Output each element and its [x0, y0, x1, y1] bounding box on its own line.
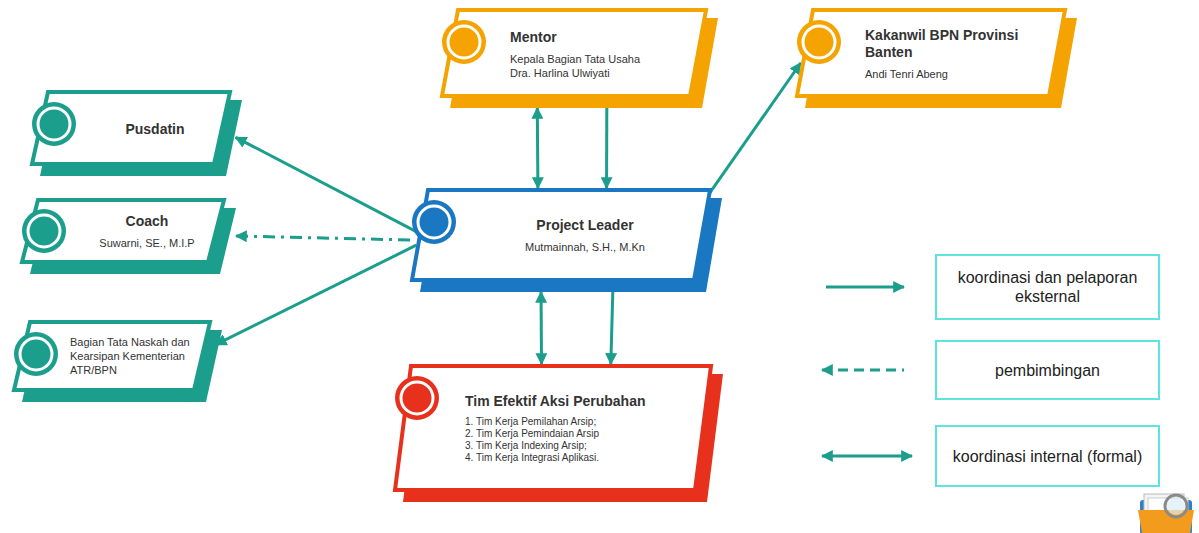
role-box: Tim Efektif Aksi Perubahan 1. Tim Kerja P…: [393, 364, 723, 502]
legend-sample-line: [822, 369, 904, 372]
box-heading: Pusdatin: [90, 121, 220, 138]
legend-text: koordinasi internal (formal): [953, 447, 1142, 466]
connector-arrow: [216, 245, 417, 344]
box-text: 1. Tim Kerja Pemilahan Arsip;: [465, 416, 697, 428]
box-heading: Tim Efektif Aksi Perubahan: [465, 393, 697, 410]
legend-box: koordinasi internal (formal): [935, 425, 1160, 487]
legend-box: pembimbingan: [935, 340, 1160, 400]
legend-box: koordinasi dan pelaporan eksternal: [935, 254, 1160, 320]
box-text: Mutmainnah, S.H., M.Kn: [474, 240, 696, 254]
connector-arrow: [236, 137, 417, 231]
connector-arrow: [611, 292, 613, 364]
node-outline: [20, 198, 236, 274]
connector-arrow: [540, 292, 543, 364]
connector-arrow: [536, 108, 540, 188]
node-outline: [795, 8, 1077, 108]
legend-sample-line: [822, 455, 912, 458]
legend-text: pembimbingan: [995, 361, 1100, 380]
box-text: Bagian Tata Naskah dan Kearsipan Kemente…: [70, 335, 200, 377]
role-box: Kakanwil BPN Provinsi BantenAndi Tenri A…: [795, 8, 1077, 108]
role-box: MentorKepala Bagian Tata UsahaDra. Harli…: [440, 8, 718, 108]
box-heading: Coach: [80, 213, 214, 230]
box-text: Suwarni, SE., M.I.P: [80, 236, 214, 250]
connector-arrow: [700, 63, 800, 207]
connector-arrow: [236, 236, 410, 240]
box-heading: Project Leader: [474, 217, 696, 234]
legend-text: koordinasi dan pelaporan eksternal: [947, 268, 1148, 306]
box-text: 4. Tim Kerja Integrasi Aplikasi.: [465, 452, 697, 464]
connector-arrow: [605, 108, 608, 188]
box-text: 2. Tim Kerja Pemindaian Arsip: [465, 428, 697, 440]
box-text: Kepala Bagian Tata Usaha: [510, 52, 696, 66]
role-box: Pusdatin: [30, 90, 242, 176]
role-box: CoachSuwarni, SE., M.I.P: [20, 198, 236, 274]
role-box: Bagian Tata Naskah dan Kearsipan Kemente…: [12, 320, 222, 402]
box-text: 3. Tim Kerja Indexing Arsip;: [465, 440, 697, 452]
box-heading: Mentor: [510, 29, 696, 46]
box-text: Dra. Harlina Ulwiyati: [510, 66, 696, 80]
role-box: Project LeaderMutmainnah, S.H., M.Kn: [410, 188, 722, 292]
box-heading: Kakanwil BPN Provinsi Banten: [865, 27, 1055, 61]
legend-sample-line: [826, 286, 904, 289]
box-text: Andi Tenri Abeng: [865, 67, 1055, 81]
node-outline: [410, 188, 722, 292]
